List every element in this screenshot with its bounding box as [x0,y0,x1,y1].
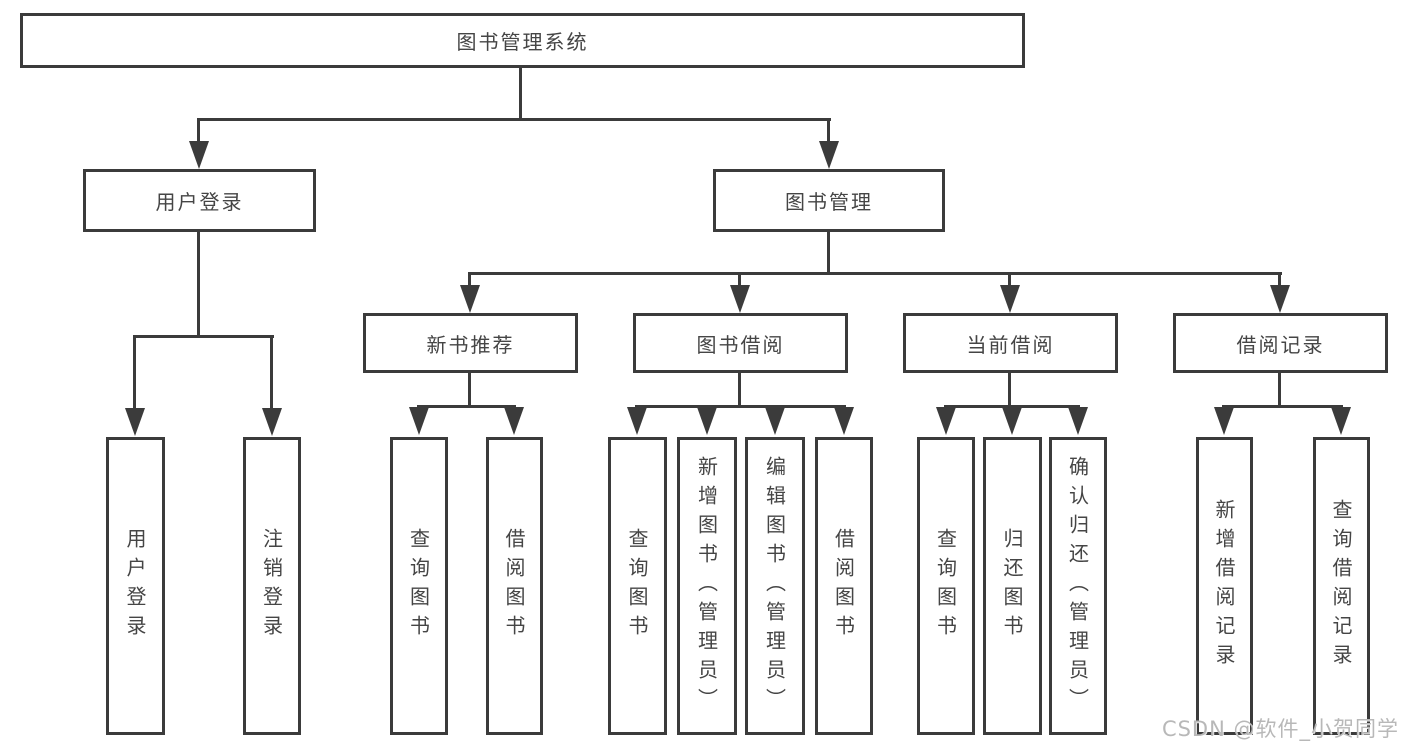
node-leaf-logout: 注销登录 [243,437,301,735]
node-leaf-borrow-books-1: 借阅图书 [486,437,543,735]
connector-line [1008,272,1011,288]
node-leaf-add-books-admin: 新增图书（管理员） [677,437,737,735]
arrow-down-icon [819,141,839,169]
connector-line [1222,405,1343,408]
connector-line [270,335,273,411]
connector-line [1008,373,1011,407]
node-leaf-add-borrow-record: 新增借阅记录 [1196,437,1253,735]
arrow-down-icon [125,408,145,436]
arrow-down-icon [834,407,854,435]
node-user-login: 用户登录 [83,169,316,232]
node-new-book-recommendation: 新书推荐 [363,313,578,373]
arrow-down-icon [1270,285,1290,313]
node-leaf-query-borrow-record: 查询借阅记录 [1313,437,1370,735]
arrow-down-icon [189,141,209,169]
connector-line [468,373,471,407]
node-book-borrowing: 图书借阅 [633,313,848,373]
connector-line [198,118,831,121]
arrow-down-icon [1002,407,1022,435]
connector-line [197,118,200,144]
node-leaf-query-books-3: 查询图书 [917,437,975,735]
arrow-down-icon [1000,285,1020,313]
connector-line [738,373,741,407]
connector-line [827,118,830,144]
node-leaf-query-books-1: 查询图书 [390,437,448,735]
arrow-down-icon [1331,407,1351,435]
connector-line [944,405,1080,408]
node-borrowing-records: 借阅记录 [1173,313,1388,373]
arrow-down-icon [460,285,480,313]
connector-line [635,405,846,408]
arrow-down-icon [1068,407,1088,435]
node-book-management: 图书管理 [713,169,945,232]
connector-line [738,272,741,288]
arrow-down-icon [409,407,429,435]
arrow-down-icon [936,407,956,435]
node-leaf-borrow-books-2: 借阅图书 [815,437,873,735]
arrow-down-icon [262,408,282,436]
connector-line [197,232,200,337]
connector-line [417,405,516,408]
arrow-down-icon [697,407,717,435]
arrow-down-icon [765,407,785,435]
arrow-down-icon [627,407,647,435]
connector-line [133,335,274,338]
node-leaf-return-books: 归还图书 [983,437,1042,735]
node-leaf-user-login: 用户登录 [106,437,165,735]
node-leaf-query-books-2: 查询图书 [608,437,667,735]
connector-line [827,232,830,274]
connector-line [1278,373,1281,407]
connector-line [468,272,471,288]
node-leaf-confirm-return-admin: 确认归还（管理员） [1049,437,1107,735]
node-library-management-system: 图书管理系统 [20,13,1025,68]
node-leaf-edit-books-admin: 编辑图书（管理员） [745,437,805,735]
connector-line [1278,272,1281,288]
node-current-borrowing: 当前借阅 [903,313,1118,373]
connector-line [133,335,136,411]
arrow-down-icon [504,407,524,435]
connector-line [519,68,522,121]
connector-line [468,272,1282,275]
arrow-down-icon [730,285,750,313]
csdn-watermark: CSDN @软件_小贺同学 [1161,717,1399,741]
arrow-down-icon [1214,407,1234,435]
